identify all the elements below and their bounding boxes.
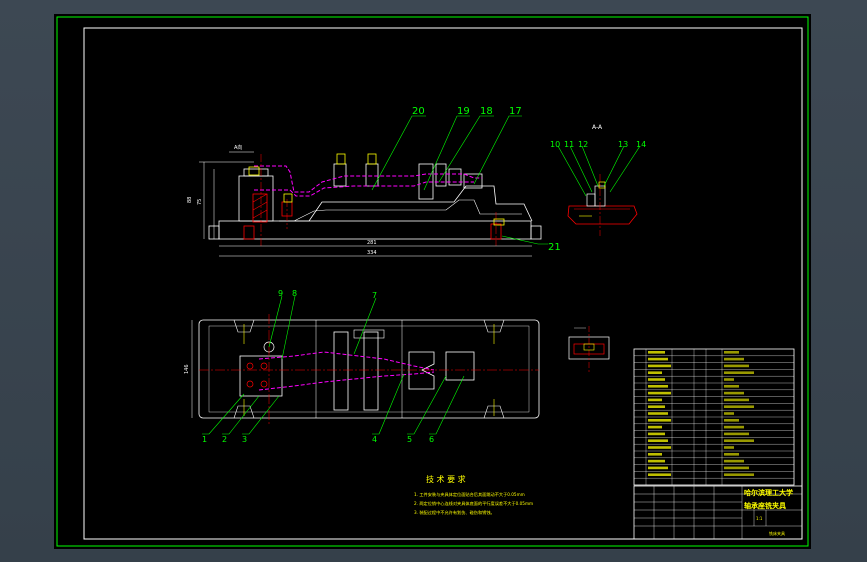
- parts-list-text-mark: [648, 466, 668, 470]
- drawing-name: 轴承座铣夹具: [744, 501, 786, 510]
- callout-12: 12: [578, 140, 588, 149]
- parts-list-text-mark: [724, 412, 734, 415]
- callout-leaders-plan: [202, 295, 465, 435]
- parts-list-text-mark: [724, 453, 739, 456]
- parts-list-text-mark: [648, 459, 665, 463]
- parts-list-text-mark: [648, 398, 662, 402]
- dim-height-b: 75: [197, 199, 203, 205]
- dim-inner-length: 281: [367, 240, 377, 246]
- parts-list-text-mark: [724, 391, 744, 395]
- parts-list-text-mark: [724, 385, 739, 388]
- view-direction-label: A向: [234, 144, 242, 151]
- parts-list-text-mark: [648, 439, 668, 442]
- callout-leaders-top: [371, 115, 548, 245]
- parts-list-text-mark: [724, 398, 749, 402]
- parts-list-text-mark: [648, 391, 671, 395]
- parts-list: [633, 348, 795, 486]
- plan-view: [191, 314, 540, 424]
- parts-list-text-mark: [724, 378, 734, 381]
- callout-14: 14: [636, 140, 646, 149]
- detail-view: [568, 326, 610, 372]
- section-view: [567, 174, 638, 236]
- callout-18: 18: [480, 106, 493, 117]
- drawing-canvas: A向 88 75 281 334 20 19 18 17 21 A-A: [56, 16, 809, 547]
- parts-list-text-mark: [724, 466, 749, 470]
- callout-11: 11: [564, 140, 574, 149]
- parts-list-text-mark: [648, 412, 668, 415]
- drawing-sheet: A向 88 75 281 334 20 19 18 17 21 A-A: [54, 14, 811, 549]
- sheet-label: 铣床夹具: [769, 530, 785, 536]
- tech-note-3: 3. 装配过程中不允许有划伤、碰伤和锈蚀。: [414, 509, 495, 516]
- callout-19: 19: [457, 106, 470, 117]
- callout-10: 10: [550, 140, 560, 149]
- parts-list-text-mark: [648, 453, 662, 456]
- callout-8: 8: [292, 289, 297, 298]
- parts-list-text-mark: [648, 446, 671, 449]
- callout-9: 9: [278, 289, 283, 298]
- tech-title: 技 术 要 求: [426, 474, 466, 484]
- callout-4: 4: [372, 435, 377, 444]
- tech-note-2: 2. 两定位销中心连线对夹具体底面的平行度误差不大于0.05mm: [414, 500, 533, 507]
- callout-17: 17: [509, 106, 522, 117]
- callout-13: 13: [618, 140, 628, 149]
- callout-20: 20: [412, 106, 425, 117]
- tech-note-1: 1. 工件安装与夹具体定位面贴合后其面跳动不大于0.05mm: [414, 491, 525, 498]
- scale: 1:1: [756, 516, 763, 521]
- parts-list-text-mark: [648, 357, 668, 361]
- section-title: A-A: [592, 124, 603, 131]
- front-view: [199, 151, 542, 257]
- parts-list-text-mark: [648, 364, 671, 368]
- parts-list-text-mark: [724, 439, 754, 442]
- callout-3: 3: [242, 435, 247, 444]
- parts-list-text-mark: [724, 405, 754, 408]
- parts-list-text-mark: [724, 425, 744, 429]
- parts-list-text-mark: [648, 425, 662, 429]
- parts-list-text-mark: [724, 473, 754, 476]
- parts-list-text-mark: [724, 459, 744, 463]
- title-block: [633, 485, 803, 540]
- parts-list-text-mark: [724, 432, 749, 436]
- parts-list-text-mark: [648, 351, 665, 354]
- parts-list-text-mark: [648, 385, 668, 388]
- dim-height-a: 88: [187, 197, 193, 203]
- outer-frame: [56, 16, 809, 547]
- callout-leaders-section: [557, 145, 641, 197]
- parts-list-text-mark: [648, 371, 662, 374]
- callout-7: 7: [372, 291, 377, 300]
- parts-list-text-mark: [648, 473, 671, 476]
- inner-frame: [83, 27, 803, 540]
- parts-list-text-mark: [724, 419, 739, 422]
- callout-1: 1: [202, 435, 207, 444]
- plan-dim: 146: [184, 364, 190, 374]
- parts-list-text-mark: [724, 364, 749, 368]
- callout-2: 2: [222, 435, 227, 444]
- parts-list-text-mark: [648, 378, 665, 381]
- callout-5: 5: [407, 435, 412, 444]
- parts-list-text-mark: [724, 357, 744, 361]
- callout-6: 6: [429, 435, 434, 444]
- parts-list-text-mark: [648, 405, 665, 408]
- callout-21: 21: [548, 242, 561, 253]
- parts-list-text-mark: [724, 351, 739, 354]
- parts-list-text-mark: [648, 419, 671, 422]
- parts-list-text-mark: [648, 432, 665, 436]
- dim-total-length: 334: [367, 250, 377, 256]
- parts-list-text-mark: [724, 446, 734, 449]
- parts-list-text-mark: [724, 371, 754, 374]
- school-name: 哈尔滨理工大学: [744, 488, 793, 497]
